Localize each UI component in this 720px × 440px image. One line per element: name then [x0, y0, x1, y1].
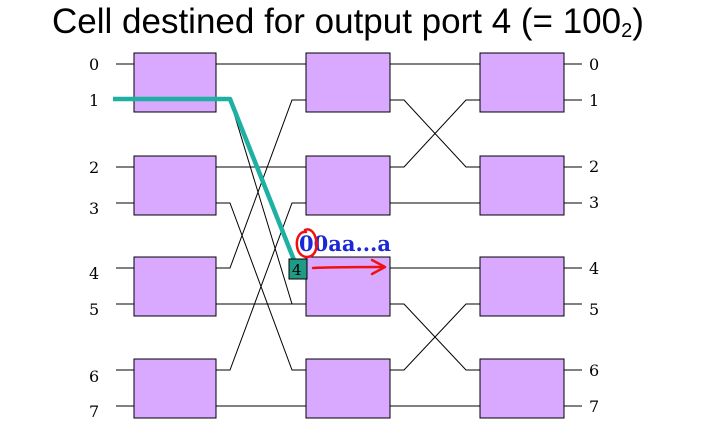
switch-stage2-row2: [305, 155, 391, 216]
cell-route-path: [113, 96, 297, 261]
cell-box: [288, 258, 308, 280]
link-s2-6: [390, 303, 480, 371]
switch-stage3-row3: [479, 256, 565, 317]
cell-header-bits: 00aa...a: [299, 231, 391, 256]
output-port-label: 0: [589, 55, 599, 74]
switch-stage1-row4: [133, 358, 217, 419]
input-port-label: 1: [89, 91, 99, 110]
input-port-label: 5: [89, 300, 99, 319]
input-port-label: 4: [89, 264, 99, 283]
diagram-title: Cell destined for output port 4 (= 1002): [52, 2, 644, 42]
output-port-label: 2: [589, 157, 599, 176]
input-port-label: 2: [89, 158, 99, 177]
link-s2-2: [390, 99, 480, 168]
output-port-labels: 0 1 2 3 4 5 6 7: [589, 55, 599, 416]
switch-stage1-row2: [133, 155, 217, 216]
routing-arrow: [311, 258, 387, 276]
input-port-labels: 0 1 2 3 4 5 6 7: [89, 55, 99, 421]
switch-stage2-row4: [305, 358, 391, 419]
link-s1-4: [216, 99, 306, 269]
output-port-label: 7: [589, 397, 599, 416]
cell-label: 4: [292, 261, 302, 279]
switch-stage3-row2: [479, 155, 565, 216]
input-port-label: 0: [89, 55, 99, 74]
output-port-label: 1: [589, 91, 599, 110]
output-port-label: 4: [589, 259, 599, 278]
input-port-label: 6: [89, 367, 99, 386]
output-port-label: 5: [589, 300, 599, 319]
output-port-label: 6: [589, 361, 599, 380]
output-port-label: 3: [589, 193, 599, 212]
switch-stage3-row4: [479, 358, 565, 419]
switch-stage1-row3: [133, 256, 217, 317]
switch-stage1-row1: [133, 52, 217, 113]
switch-stage3-row1: [479, 52, 565, 113]
first-bit-circle: [295, 228, 318, 259]
input-port-label: 7: [89, 402, 99, 421]
input-port-label: 3: [89, 199, 99, 218]
interconnect-wires: [116, 63, 582, 407]
link-s1-6: [216, 202, 306, 371]
switch-stage2-row1: [305, 52, 391, 113]
